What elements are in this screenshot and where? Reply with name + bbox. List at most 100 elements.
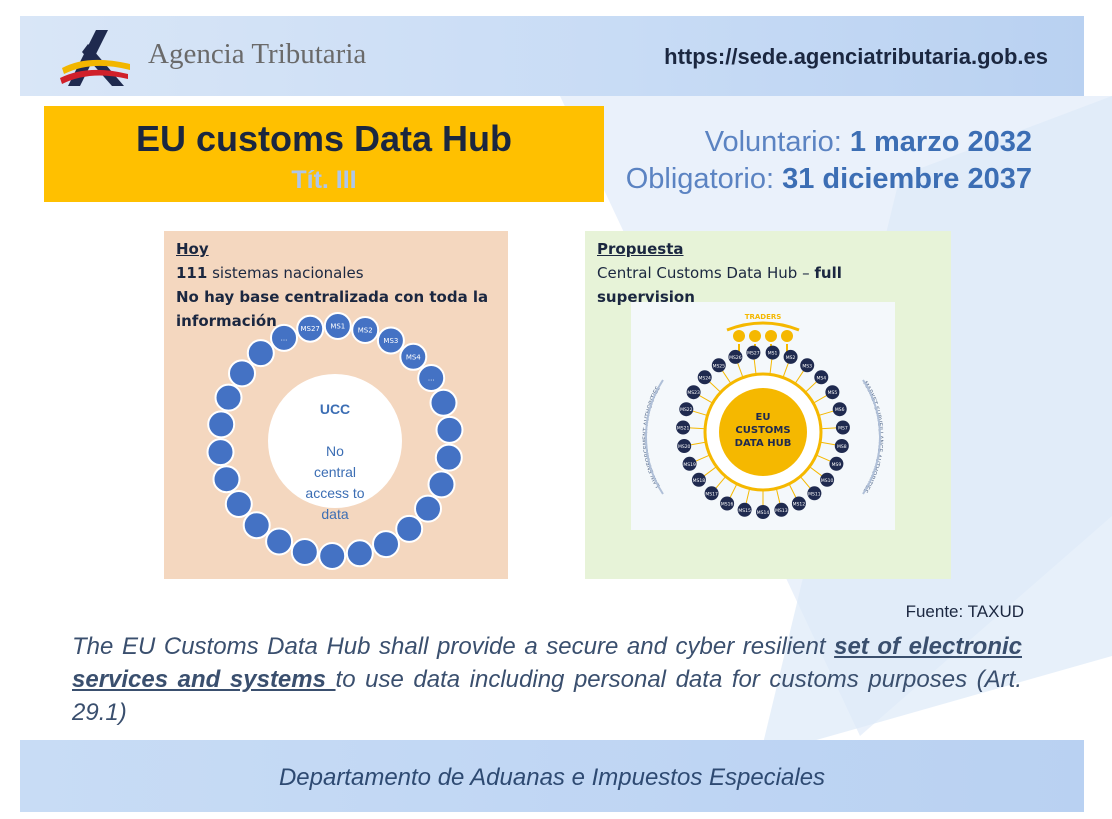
member-state-node (765, 345, 780, 360)
member-state-node (834, 439, 849, 453)
national-system-node-label: ... (428, 375, 435, 383)
agencia-tributaria-logo-icon (60, 30, 130, 86)
voluntary-date: 1 marzo 2032 (849, 126, 1032, 158)
national-system-node-label: MS27 (301, 325, 320, 333)
footer-banner: Departamento de Aduanas e Impuestos Espe… (20, 740, 1084, 812)
member-state-node (686, 385, 701, 400)
member-state-node (756, 505, 770, 519)
member-state-node-label: MS16 (721, 502, 734, 508)
hoy-count-line: 111 sistemas nacionales (176, 261, 488, 285)
trader-icons (733, 330, 793, 352)
traders-arc (726, 321, 800, 332)
national-system-node-label: ... (281, 334, 288, 342)
propuesta-text: Propuesta Central Customs Data Hub – ful… (597, 237, 842, 309)
hoy-count-text: sistemas nacionales (207, 264, 364, 282)
member-state-node-label: MS27 (747, 351, 760, 357)
member-state-node-label: MS11 (808, 491, 821, 497)
member-state-node-label: MS19 (683, 462, 696, 468)
national-system-node (265, 527, 294, 556)
national-system-node (228, 359, 256, 388)
traders-label: TRADERS (745, 313, 782, 321)
member-state-node-label: MS14 (757, 510, 770, 516)
national-system-node (414, 494, 442, 523)
member-state-node (820, 472, 835, 487)
sede-url-link[interactable]: https://sede.agenciatributaria.gob.es (664, 44, 1048, 69)
hub-center-line-3: DATA HUB (735, 438, 792, 449)
national-system-node (318, 542, 347, 570)
hoy-text: Hoy 111 sistemas nacionales No hay base … (176, 237, 488, 333)
member-state-node-label: MS1 (768, 351, 778, 357)
national-system-node (434, 443, 463, 472)
ucc-center-title: UCC (320, 401, 350, 417)
national-system-node (214, 383, 243, 412)
national-system-node (427, 470, 456, 499)
hub-node-group: MS1MS2MS3MS4MS5MS6MS7MS8MS9MS10MS11MS12M… (676, 345, 850, 519)
member-state-node (677, 439, 692, 453)
hub-core (719, 388, 807, 476)
member-state-node-label: MS20 (678, 444, 691, 450)
member-state-node-label: MS10 (821, 478, 834, 484)
national-system-node (345, 539, 374, 568)
propuesta-line2-bold: full (814, 264, 842, 282)
member-state-node-label: MS25 (713, 363, 726, 369)
ucc-center-circle (268, 374, 402, 508)
national-system-node-label: MS1 (330, 323, 345, 331)
member-state-node (682, 456, 697, 471)
member-state-node (720, 496, 735, 511)
national-system-node (296, 314, 325, 343)
article-quote: The EU Customs Data Hub shall provide a … (72, 630, 1022, 729)
propuesta-line3: supervision (597, 288, 695, 306)
member-state-node-label: MS9 (832, 462, 842, 468)
quote-after: to use data including personal data for … (72, 666, 1022, 726)
member-state-node-label: MS6 (835, 407, 845, 413)
national-system-node (246, 339, 275, 368)
national-system-node-label: MS4 (406, 353, 421, 361)
footer-text: Departamento de Aduanas e Impuestos Espe… (278, 764, 826, 791)
national-system-node (372, 530, 400, 559)
hoy-line4: información (176, 312, 277, 330)
national-system-node (206, 438, 235, 467)
hoy-count: 111 (176, 264, 208, 282)
header-banner: Agencia Tributaria https://sede.agenciat… (20, 16, 1084, 96)
national-system-node (399, 342, 428, 371)
page-subtitle: Tít. III (291, 166, 357, 194)
ucc-center-line-4: data (321, 506, 348, 522)
voluntary-date-line: Voluntario: 1 marzo 2032 (705, 126, 1032, 159)
national-system-node (323, 312, 352, 340)
member-state-node (829, 456, 844, 471)
member-state-node (711, 358, 726, 373)
member-state-node (807, 486, 822, 501)
member-state-node (737, 502, 752, 517)
member-state-node-label: MS21 (677, 426, 690, 432)
national-system-node (395, 514, 424, 543)
national-system-node (212, 465, 241, 494)
member-state-node (783, 349, 798, 364)
member-state-node-label: MS4 (816, 375, 826, 381)
ucc-center-line-3: access to (305, 485, 364, 501)
mandatory-date: 31 diciembre 2037 (782, 163, 1032, 195)
national-system-node (224, 490, 253, 518)
member-state-node-label: MS26 (729, 355, 742, 361)
member-state-node-label: MS15 (738, 508, 751, 514)
ucc-center-line-1: No (326, 443, 344, 459)
propuesta-heading: Propuesta (597, 240, 684, 258)
national-system-node-label: MS3 (383, 337, 398, 345)
member-state-node (704, 486, 719, 501)
member-state-node-label: MS2 (786, 355, 796, 361)
title-box: EU customs Data Hub Tít. III (44, 106, 604, 202)
source-label: Fuente: TAXUD (905, 602, 1024, 621)
member-state-node-label: MS13 (775, 508, 788, 514)
national-system-node (351, 316, 380, 344)
member-state-node (800, 358, 815, 373)
member-state-node-label: MS5 (828, 390, 838, 396)
member-state-node-label: MS12 (793, 502, 806, 508)
page-title: EU customs Data Hub (135, 118, 513, 159)
member-state-node (825, 385, 840, 400)
member-state-node (835, 420, 850, 435)
national-system-node (417, 364, 446, 392)
member-state-node (814, 370, 829, 385)
member-state-node (791, 496, 806, 511)
